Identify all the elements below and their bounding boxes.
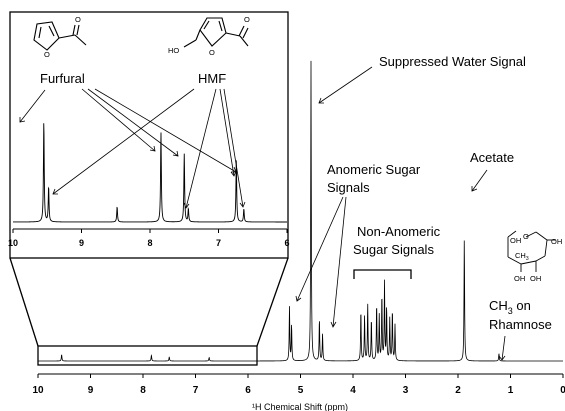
non-anomeric-label-line1: Non-Anomeric xyxy=(357,224,441,239)
inset-panel xyxy=(9,11,289,259)
main-x-tick-label-7: 3 xyxy=(403,385,409,396)
main-x-tick-label-2: 8 xyxy=(140,385,146,396)
zoom-region-box xyxy=(37,345,258,366)
rhamnose-oh-2: OH xyxy=(551,237,562,246)
inset-x-tick-label-2: 8 xyxy=(147,238,152,248)
inset-x-tick-label-3: 7 xyxy=(216,238,221,248)
anomeric-label-line2: Signals xyxy=(327,180,370,195)
main-x-tick-label-6: 4 xyxy=(350,385,356,396)
rhamnose-structure xyxy=(507,230,556,272)
hmf-label: HMF xyxy=(198,71,226,86)
zoom-connector-right xyxy=(256,257,289,347)
furfural-aldehyde-o: O xyxy=(75,15,81,24)
rhamnose-ring-o: O xyxy=(523,232,529,241)
main-x-tick-label-1: 9 xyxy=(88,385,94,396)
rhamnose-oh-4: OH xyxy=(530,274,541,283)
water-signal-label: Suppressed Water Signal xyxy=(379,54,526,69)
hmf-hydroxyl-label: HO xyxy=(168,46,179,55)
rhamnose-oh-3: OH xyxy=(514,274,525,283)
inset-x-ticks: 10 9 8 7 6 xyxy=(8,229,290,248)
ch3-on-label: CH3 on xyxy=(489,298,531,316)
hmf-aldehyde-o: O xyxy=(244,15,250,24)
non-anomeric-bracket xyxy=(353,269,412,279)
main-x-tick-label-8: 2 xyxy=(455,385,461,396)
zoom-connector-left xyxy=(9,257,39,347)
rhamnose-label: Rhamnose xyxy=(489,317,552,332)
furfural-structure xyxy=(33,21,87,51)
furfural-ring-o: O xyxy=(44,50,50,59)
furfural-arrows xyxy=(19,88,237,173)
inset-x-tick-label-4: 6 xyxy=(284,238,289,248)
acetate-arrow xyxy=(471,169,488,192)
rhamnose-ch3: CH3 xyxy=(515,251,529,262)
main-x-tick-label-0: 10 xyxy=(32,385,44,396)
water-signal-arrow xyxy=(318,66,373,104)
inset-spectrum-trace xyxy=(13,123,287,223)
inset-x-tick-label-0: 10 xyxy=(8,238,18,248)
x-axis-label: ¹H Chemical Shift (ppm) xyxy=(252,402,348,411)
furfural-label: Furfural xyxy=(40,71,85,86)
main-x-tick-label-9: 1 xyxy=(508,385,514,396)
main-x-tick-label-3: 7 xyxy=(193,385,199,396)
hmf-arrows xyxy=(52,88,246,209)
main-spectrum-trace xyxy=(38,60,563,362)
main-x-tick-label-10: 0 xyxy=(560,385,565,396)
anomeric-label-line1: Anomeric Sugar xyxy=(327,162,421,177)
rhamnose-oh-1: OH xyxy=(510,236,521,245)
hmf-ring-o: O xyxy=(209,48,215,57)
hmf-structure xyxy=(183,17,249,48)
main-x-tick-label-4: 6 xyxy=(245,385,251,396)
acetate-label: Acetate xyxy=(470,150,514,165)
main-x-tick-label-5: 5 xyxy=(298,385,304,396)
rhamnose-arrow xyxy=(498,335,506,361)
non-anomeric-label-line2: Sugar Signals xyxy=(353,242,434,257)
anomeric-arrows xyxy=(295,196,347,328)
inset-x-tick-label-1: 9 xyxy=(79,238,84,248)
